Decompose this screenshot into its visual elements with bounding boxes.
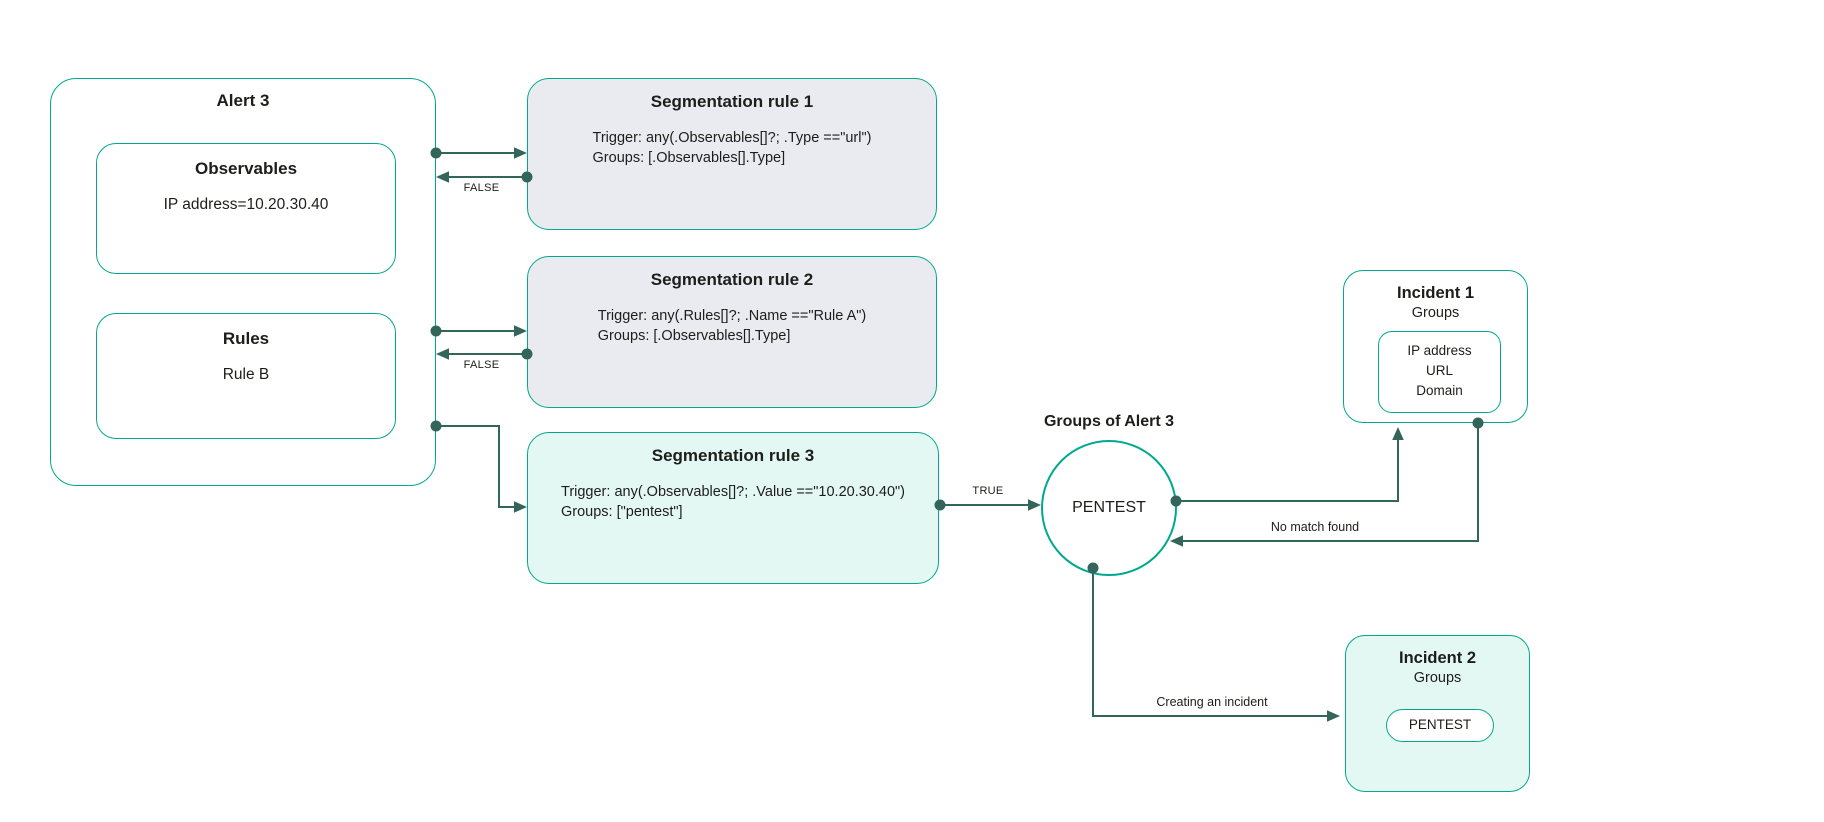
segmentation-rule2-title: Segmentation rule 2	[650, 270, 814, 289]
rule3-trigger: Trigger: any(.Observables[]?; .Value =="…	[561, 484, 905, 500]
rule3-groups: Groups: ["pentest"]	[561, 503, 683, 520]
rules-box: Rules Rule B	[96, 313, 396, 439]
segmentation-rule1-title: Segmentation rule 1	[650, 92, 814, 111]
rule2-trigger: Trigger: any(.Rules[]?; .Name =="Rule A"…	[597, 308, 867, 324]
incident2-title: Incident 2	[1398, 649, 1476, 667]
rule2-groups: Groups: [.Observables[].Type]	[597, 327, 791, 344]
incident1-group-item: URL	[1425, 363, 1453, 378]
incident1-group-item: Domain	[1416, 383, 1463, 398]
segmentation-rule1-body: Trigger: any(.Observables[]?; .Type =="u…	[593, 129, 872, 168]
segmentation-rule3-title: Segmentation rule 3	[651, 446, 815, 465]
segmentation-rule3-box: Segmentation rule 3 Trigger: any(.Observ…	[527, 432, 939, 584]
incident1-groups-box: IP address URL Domain	[1378, 331, 1501, 413]
segmentation-rule2-body: Trigger: any(.Rules[]?; .Name =="Rule A"…	[598, 307, 866, 346]
incident1-title: Incident 1	[1396, 284, 1474, 302]
alert3-title: Alert 3	[216, 91, 270, 110]
incident1-box: Incident 1 Groups IP address URL Domain	[1343, 270, 1528, 423]
incident1-subtitle: Groups	[1411, 305, 1460, 321]
rule1-trigger: Trigger: any(.Observables[]?; .Type =="u…	[592, 130, 872, 146]
segmentation-rule2-box: Segmentation rule 2 Trigger: any(.Rules[…	[527, 256, 937, 408]
incident2-group-pill: PENTEST	[1386, 709, 1494, 742]
rule1-groups: Groups: [.Observables[].Type]	[592, 149, 786, 166]
rules-value: Rule B	[222, 366, 270, 383]
alert3-box: Alert 3 Observables IP address=10.20.30.…	[50, 78, 436, 486]
observables-value: IP address=10.20.30.40	[163, 196, 329, 213]
observables-box: Observables IP address=10.20.30.40	[96, 143, 396, 274]
incident2-box: Incident 2 Groups PENTEST	[1345, 635, 1530, 792]
observables-title: Observables	[194, 159, 298, 178]
segmentation-rule1-box: Segmentation rule 1 Trigger: any(.Observ…	[527, 78, 937, 230]
incident1-group-item: IP address	[1407, 343, 1472, 358]
segmentation-rule3-body: Trigger: any(.Observables[]?; .Value =="…	[561, 483, 905, 522]
incident2-subtitle: Groups	[1413, 670, 1462, 686]
rules-title: Rules	[222, 329, 270, 348]
